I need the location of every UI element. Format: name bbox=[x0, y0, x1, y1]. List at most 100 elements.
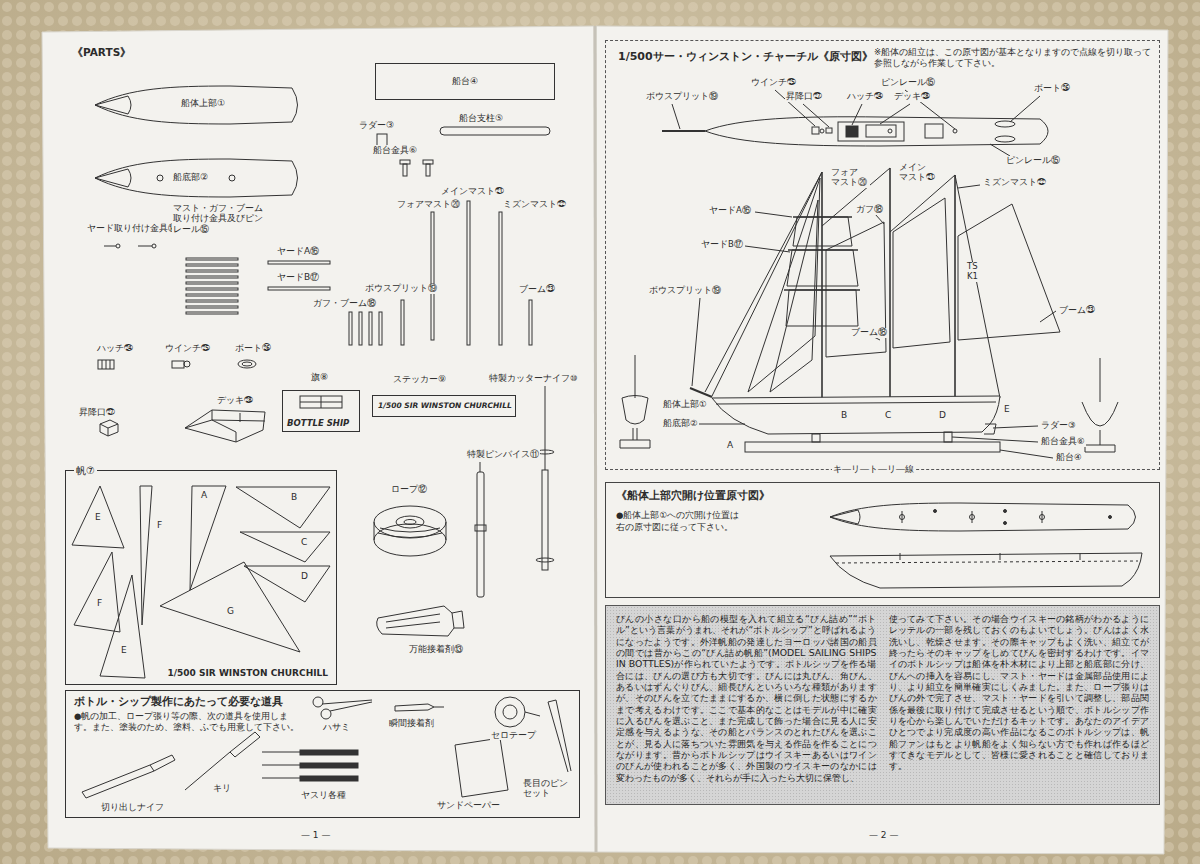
small-parts-drawing bbox=[186, 276, 238, 278]
position-letter: B bbox=[840, 410, 848, 420]
box-text: 使ってみて下さい。その場合ウイスキーの銘柄がわかるようにレッテルの一部を残してお… bbox=[889, 613, 1150, 772]
part-label: ウインチ㉕ bbox=[164, 343, 211, 353]
small-parts-drawing bbox=[152, 244, 156, 248]
part-label: 特製カッターナイフ⑩ bbox=[488, 374, 579, 384]
part-label: ボート㉖ bbox=[234, 343, 272, 353]
small-parts-drawing bbox=[396, 516, 424, 528]
small-parts-drawing bbox=[542, 470, 548, 570]
box-text: ※船体の組立は、この原寸図が基本となりますので点線を切り取って参照しながら作業し… bbox=[874, 47, 1152, 69]
small-parts-drawing bbox=[378, 528, 442, 538]
side-elevation-drawing bbox=[958, 204, 1060, 340]
small-parts-drawing bbox=[404, 520, 416, 525]
box-text: 1/500 SIR WINSTON CHURCHILL bbox=[168, 668, 328, 678]
sail-part-drawing bbox=[72, 486, 330, 678]
sail-letter: E bbox=[120, 645, 128, 655]
tool-label: 瞬間接着剤 bbox=[388, 718, 435, 728]
sticker-part: 1/500 SIR WINSTON CHURCHILL bbox=[372, 395, 516, 417]
tool-drawing bbox=[495, 697, 525, 727]
small-parts-drawing bbox=[374, 506, 446, 538]
part-label: 船底部② bbox=[662, 419, 699, 429]
box-heading: 帆⑦ bbox=[74, 464, 97, 478]
hull-part-drawing bbox=[95, 86, 298, 197]
side-elevation-drawing bbox=[692, 185, 1056, 458]
tool-drawing bbox=[503, 705, 517, 719]
sail-letter: F bbox=[96, 598, 103, 608]
small-parts-drawing bbox=[186, 282, 238, 284]
small-parts-drawing bbox=[300, 396, 342, 408]
part-label: 船体上部① bbox=[662, 400, 708, 410]
deck-plan-drawing bbox=[662, 130, 705, 132]
part-label: ブーム㉓ bbox=[1058, 306, 1096, 316]
position-letter: C bbox=[884, 410, 892, 420]
part-label: ブーム㉓ bbox=[518, 284, 556, 294]
tool-label: セロテープ bbox=[490, 730, 537, 740]
part-label: ボウスプリット⑲ bbox=[645, 92, 719, 102]
small-parts-drawing bbox=[386, 613, 454, 628]
part-label: ブーム⑱ bbox=[850, 328, 888, 338]
part-label: ヤード取り付け金具⑭ bbox=[86, 223, 178, 233]
deck-plan-drawing bbox=[846, 126, 858, 137]
small-parts-drawing bbox=[379, 312, 382, 345]
sail-letter: E bbox=[94, 512, 102, 522]
flag-part: BOTTLE SHIP bbox=[282, 390, 360, 432]
box-text: ●船体上部①への穴開け位置は右の原寸図に従って下さい。 bbox=[616, 509, 740, 534]
hole-position-panel: 《船体上部穴開け位置原寸図》●船体上部①への穴開け位置は右の原寸図に従って下さい… bbox=[605, 482, 1160, 598]
hull-part-drawing bbox=[95, 159, 298, 197]
part-label: ボート㉖ bbox=[1033, 84, 1071, 94]
small-parts-drawing bbox=[400, 160, 410, 164]
part-outline: 船台④ bbox=[375, 63, 555, 100]
side-elevation-drawing bbox=[893, 198, 950, 348]
small-parts-drawing bbox=[426, 164, 430, 176]
position-letter: D bbox=[938, 410, 947, 420]
part-label: 船底部② bbox=[172, 172, 209, 182]
part-label: 昇降口㉗ bbox=[785, 92, 823, 102]
small-parts-drawing bbox=[104, 246, 152, 247]
tool-drawing bbox=[548, 700, 571, 772]
small-parts-drawing bbox=[359, 312, 362, 345]
sail-part-drawing bbox=[244, 566, 330, 602]
small-parts-drawing bbox=[480, 462, 481, 472]
small-parts-drawing bbox=[186, 288, 238, 290]
tool-label: 長目のピンセット bbox=[522, 778, 574, 799]
side-elevation-drawing bbox=[812, 434, 820, 442]
booklet-page bbox=[595, 26, 596, 852]
small-parts-drawing bbox=[184, 361, 190, 367]
hull-part-drawing bbox=[95, 86, 298, 124]
deck-plan-drawing bbox=[995, 136, 1015, 142]
side-elevation-drawing bbox=[1082, 358, 1118, 452]
booklet-page bbox=[42, 26, 1168, 854]
box-heading: 1/500サー・ウィンストン・チャーチル《原寸図》 bbox=[618, 49, 873, 64]
small-parts-drawing bbox=[186, 306, 238, 308]
part-label: ステッカー⑨ bbox=[392, 374, 447, 384]
hole-position-drawing bbox=[1109, 516, 1112, 519]
part-label: デッキ㉘ bbox=[893, 92, 931, 102]
small-parts-drawing bbox=[172, 361, 184, 368]
box-heading: びんの小さな口から船の模型を入れて組立る“びん詰め”“ボトル”という言葉がうまれ… bbox=[616, 613, 877, 783]
hole-position-drawing bbox=[1004, 510, 1007, 513]
side-elevation-drawing bbox=[620, 355, 650, 448]
deck-plan-drawing bbox=[662, 90, 1048, 156]
sail-mark: TS K1 bbox=[966, 262, 984, 282]
small-parts-drawing bbox=[238, 360, 256, 368]
hole-position-drawing bbox=[830, 503, 1136, 531]
small-parts-drawing bbox=[369, 312, 372, 345]
part-label: ミズンマスト㉒ bbox=[502, 199, 567, 209]
part-label: ヤードA⑯ bbox=[708, 206, 752, 216]
small-parts-drawing bbox=[536, 558, 554, 562]
hole-position-drawing bbox=[900, 553, 1080, 560]
hull-part-drawing bbox=[157, 175, 163, 181]
booklet-page bbox=[42, 26, 596, 852]
sail-part-drawing bbox=[240, 532, 330, 562]
part-label: 特製ピンバイス⑪ bbox=[466, 449, 540, 459]
part-label: 万能接着剤⑬ bbox=[408, 644, 464, 654]
tool-drawing bbox=[185, 732, 260, 790]
tool-drawing bbox=[455, 738, 508, 797]
sail-part-drawing bbox=[100, 575, 145, 678]
hole-position-drawing bbox=[830, 553, 1142, 588]
deck-plan-drawing bbox=[925, 124, 943, 138]
small-parts-drawing bbox=[185, 410, 265, 442]
small-parts-drawing bbox=[186, 300, 238, 302]
hole-position-drawing bbox=[1004, 522, 1007, 525]
part-label: ガフ⑱ bbox=[855, 205, 884, 215]
